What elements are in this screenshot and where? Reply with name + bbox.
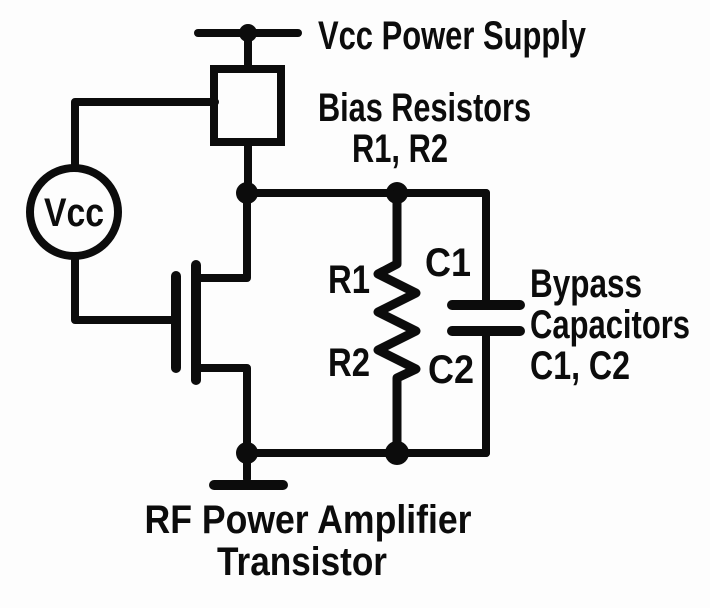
transistor-label-line1: RF Power Amplifier: [145, 498, 472, 542]
capacitor-c1-label: C1: [425, 241, 471, 285]
vcc-to-box-wire: [71, 98, 219, 172]
schematic-wiring: [26, 24, 525, 490]
junction-dot-bottom-resistor: [385, 441, 409, 465]
junction-dot-top-left: [236, 182, 258, 204]
resistor-r1-label: R1: [328, 258, 370, 302]
vcc-to-gate-wire: [71, 252, 175, 324]
resistor-r2-label: R2: [328, 341, 370, 385]
bypass-caps-label-line3: C1, C2: [530, 344, 630, 388]
bias-resistor-box-symbol: [210, 65, 285, 146]
schematic-labels: Vcc Power Supply Bias Resistors R1, R2 V…: [44, 14, 690, 584]
bias-resistors-refs-label: R1, R2: [352, 127, 448, 171]
mosfet-transistor-symbol: [171, 189, 251, 457]
transistor-drain-wire: [194, 189, 251, 282]
transistor-label-line2: Transistor: [217, 540, 387, 584]
bypass-caps-label-line2: Capacitors: [530, 303, 690, 347]
vcc-source-label: Vcc: [44, 191, 104, 235]
transistor-source-wire: [194, 364, 251, 457]
capacitor-c2-label: C2: [428, 348, 474, 392]
bias-resistors-label: Bias Resistors: [318, 86, 531, 130]
bypass-caps-label-line1: Bypass: [530, 262, 642, 306]
resistor-zigzag-symbol: [373, 188, 421, 458]
power-supply-label: Vcc Power Supply: [318, 14, 587, 58]
ground-symbol: [209, 449, 288, 490]
bypass-capacitor-symbol: [447, 189, 525, 457]
